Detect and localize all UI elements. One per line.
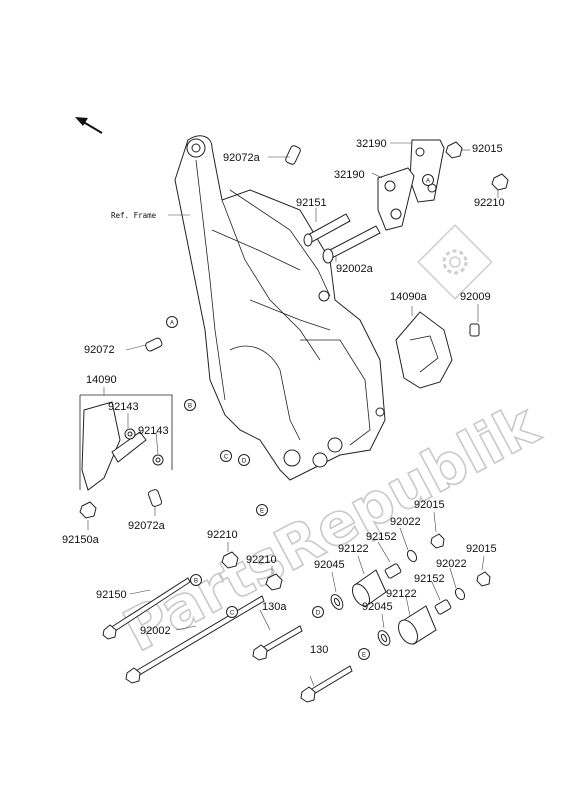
svg-text:D: D [316, 611, 321, 617]
tag-c-1: C [220, 450, 232, 462]
svg-text:E: E [362, 653, 366, 659]
leader-lines [87, 142, 499, 687]
gear-icon [417, 224, 493, 300]
label-92022-a: 92022 [390, 516, 421, 528]
engine-bracket-14090 [79, 394, 173, 519]
label-92152-a: 92152 [366, 531, 397, 543]
label-92151: 92151 [296, 197, 327, 209]
label-92210-a: 92210 [474, 197, 505, 209]
tag-b-2: B [190, 574, 202, 586]
svg-text:C: C [230, 611, 235, 617]
label-32190-b: 32190 [334, 169, 365, 181]
bolt-130 [300, 665, 353, 703]
svg-text:C: C [224, 455, 229, 461]
frame [174, 135, 386, 481]
label-92045-a: 92045 [314, 559, 345, 571]
tag-a-2: A [422, 174, 434, 186]
tag-d-2: D [312, 606, 324, 618]
tag-d-1: D [238, 454, 250, 466]
collar-92122-b [377, 571, 491, 646]
label-92015-c: 92015 [466, 543, 497, 555]
tag-a-1: A [166, 316, 178, 328]
label-92022-b: 92022 [436, 558, 467, 570]
rubber-bushing-92072 [145, 145, 301, 352]
engine-bracket-32190 [303, 139, 509, 264]
part-labels: 92072a 32190 92015 32190 92151 92210 920… [62, 138, 505, 656]
svg-text:E: E [260, 509, 264, 515]
tag-e-2: E [358, 648, 370, 660]
label-130a: 130a [262, 601, 287, 613]
nuts-92210 [221, 551, 283, 591]
label-92143-b: 92143 [138, 425, 169, 437]
label-92210-b: 92210 [207, 529, 238, 541]
bolt-130a [252, 625, 303, 661]
label-92150a: 92150a [62, 534, 100, 546]
collar-92122-a [330, 533, 445, 610]
svg-text:D: D [242, 459, 247, 465]
label-92143-a: 92143 [108, 401, 139, 413]
svg-text:A: A [170, 321, 174, 327]
label-32190-a: 32190 [356, 138, 387, 150]
label-92002: 92002 [140, 625, 171, 637]
tag-e-1: E [256, 504, 268, 516]
label-14090: 14090 [86, 374, 117, 386]
svg-text:B: B [194, 579, 198, 585]
tag-c-2: C [226, 606, 238, 618]
label-92002a: 92002a [336, 263, 374, 275]
label-92152-b: 92152 [414, 573, 445, 585]
label-92009: 92009 [460, 291, 491, 303]
label-92122-b: 92122 [386, 588, 417, 600]
label-92015-a: 92015 [472, 143, 503, 155]
label-92072: 92072 [84, 344, 115, 356]
label-92122-a: 92122 [338, 543, 369, 555]
label-92210-c: 92210 [246, 554, 277, 566]
label-130: 130 [310, 644, 328, 656]
circle-tags: A A B B C C D D E E [166, 174, 434, 660]
tag-b-1: B [184, 399, 196, 411]
bolt-92150 [102, 577, 191, 640]
ref-frame-label: Ref. Frame [111, 211, 157, 220]
svg-text:B: B [188, 404, 192, 410]
label-92072a-top: 92072a [223, 152, 261, 164]
svg-text:A: A [426, 179, 430, 185]
label-92150: 92150 [96, 589, 127, 601]
direction-arrow-icon [75, 117, 103, 134]
engine-guard-14090a [395, 311, 480, 389]
label-14090a: 14090a [390, 291, 428, 303]
label-92045-b: 92045 [362, 601, 393, 613]
label-92072a-bot: 92072a [128, 520, 166, 532]
label-92015-b: 92015 [414, 499, 445, 511]
